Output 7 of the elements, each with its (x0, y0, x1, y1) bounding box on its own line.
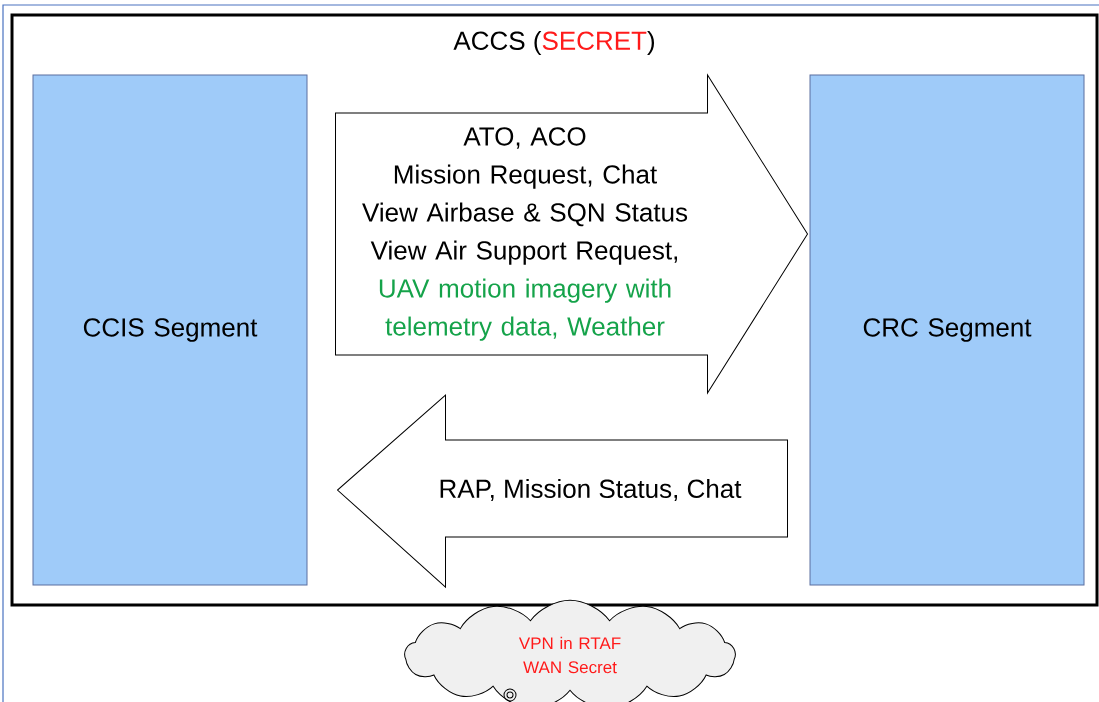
block-arrow (335, 74, 808, 394)
segment-box: CRC Segment (809, 74, 1085, 586)
block-arrow (337, 394, 788, 588)
network-cloud: VPN in RTAF WAN Secret (404, 599, 736, 702)
message-text: RAP, Mission Status, Chat (440, 478, 742, 502)
message-list: ATO, ACO Mission Request, Chat View Airbase & SQN Status View Air Support Request, UAV motion imagery with telemetry data, Weather (362, 127, 688, 341)
segment-box: CCIS Segment (32, 74, 308, 586)
